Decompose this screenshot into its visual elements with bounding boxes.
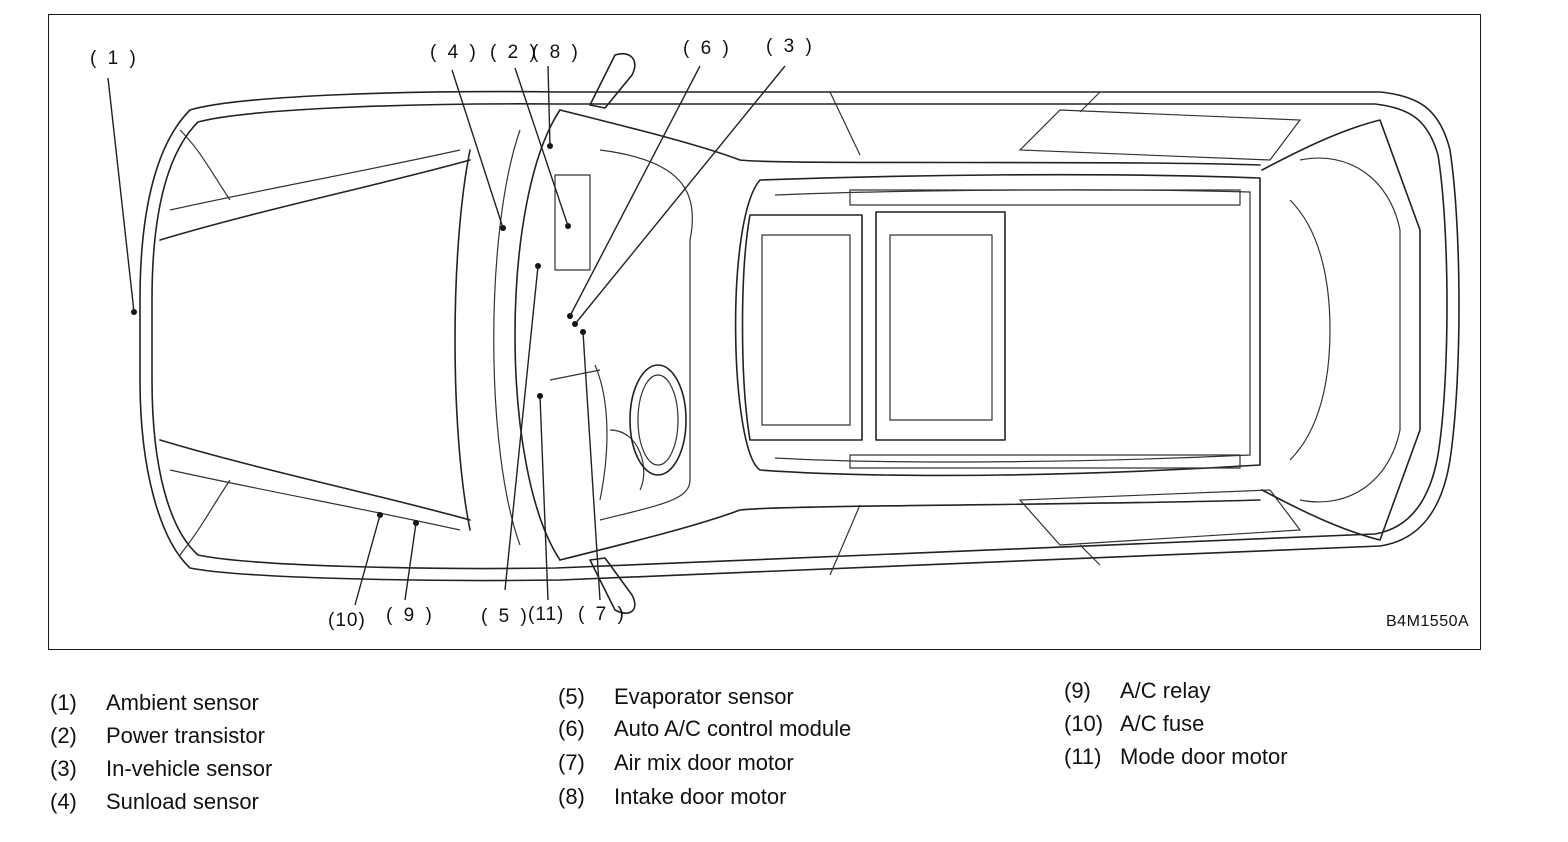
callout-labels: ( 1 ) ( 4 ) ( 2 ) ( 8 ) ( 6 ) ( 3 ) (10)… — [90, 36, 1469, 631]
callout-8: ( 8 ) — [532, 42, 581, 63]
legend-item-11: (11) Mode door motor — [1064, 744, 1288, 769]
figure-code: B4M1550A — [1386, 613, 1469, 630]
legend-item-10: (10) A/C fuse — [1064, 711, 1205, 736]
callout-6: ( 6 ) — [683, 38, 732, 59]
legend-item-2: (2) Power transistor — [50, 723, 265, 748]
legend-item-4: (4) Sunload sensor — [50, 789, 259, 814]
callout-11: (11) — [528, 604, 564, 625]
legend-item-3: (3) In-vehicle sensor — [50, 756, 273, 781]
legend-item-6: (6) Auto A/C control module — [558, 716, 852, 741]
vehicle-outline — [139, 53, 1460, 614]
callout-2: ( 2 ) — [490, 42, 539, 63]
leader-lines — [107, 65, 786, 606]
legend-item-1: (1) Ambient sensor — [50, 690, 259, 715]
legend-item-7: (7) Air mix door motor — [558, 750, 794, 775]
callout-3: ( 3 ) — [766, 36, 815, 57]
legend-item-9: (9) A/C relay — [1064, 678, 1211, 703]
legend-item-8: (8) Intake door motor — [558, 784, 787, 809]
callout-7: ( 7 ) — [578, 604, 627, 625]
legend-item-5: (5) Evaporator sensor — [558, 684, 794, 709]
figure-frame — [48, 14, 1481, 650]
callout-5: ( 5 ) — [481, 606, 530, 627]
callout-1: ( 1 ) — [90, 48, 139, 69]
callout-4: ( 4 ) — [430, 42, 479, 63]
callout-10: (10) — [328, 610, 366, 631]
callout-9: ( 9 ) — [386, 605, 435, 626]
